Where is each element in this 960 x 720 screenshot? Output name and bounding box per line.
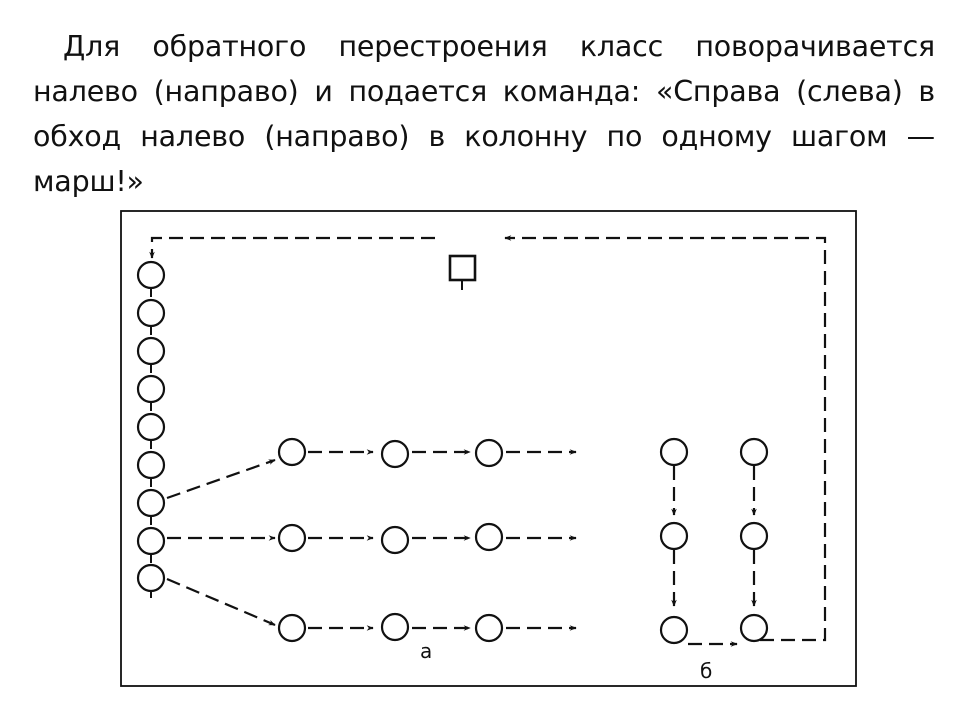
row-2-student — [277, 523, 307, 553]
b-left-student — [659, 615, 689, 645]
row-1-student — [474, 438, 504, 468]
column-student — [136, 412, 166, 442]
row-1-student — [380, 439, 410, 469]
b-left-student — [659, 521, 689, 551]
column-student — [136, 336, 166, 366]
return-path-top — [149, 236, 435, 259]
row-3-student — [474, 613, 504, 643]
column-student — [136, 260, 166, 290]
row-2-student — [474, 522, 504, 552]
column-student — [136, 374, 166, 404]
b-left-student — [659, 437, 689, 467]
b-right-student — [739, 613, 769, 643]
column-student — [136, 298, 166, 328]
arrow-to-row-1 — [166, 458, 276, 500]
column-student — [136, 450, 166, 480]
diagram-frame — [120, 210, 857, 687]
b-right-student — [739, 437, 769, 467]
row-1-student — [277, 437, 307, 467]
row-2-student — [380, 525, 410, 555]
row-3-student — [380, 612, 410, 642]
column-student — [136, 526, 166, 556]
column-student — [136, 563, 166, 593]
label-b: б — [700, 659, 712, 683]
label-a: а — [420, 639, 432, 663]
b-right-student — [739, 521, 769, 551]
column-student — [136, 488, 166, 518]
teacher-square-icon — [448, 254, 477, 282]
arrow-to-row-3 — [166, 577, 276, 627]
slide-paragraph: Для обратного перестроения класс поворач… — [33, 30, 935, 198]
return-path-right — [504, 235, 827, 642]
row-3-student — [277, 613, 307, 643]
